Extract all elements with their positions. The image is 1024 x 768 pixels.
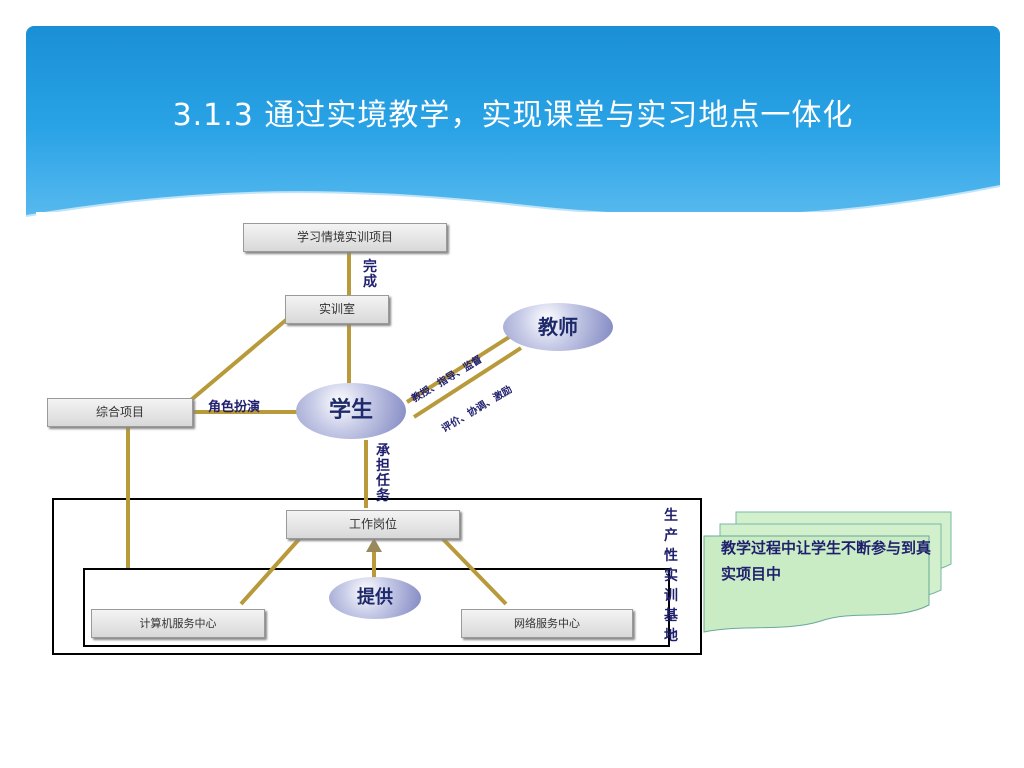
slide-title: 3.1.3 通过实境教学，实现课堂与实习地点一体化 — [172, 98, 854, 133]
connector-student-teacher-lower — [412, 346, 523, 419]
student-bubble: 学生 — [296, 383, 406, 439]
production-training-base-label: 生产性实训基地 — [664, 508, 678, 644]
connector-job-network — [439, 535, 508, 606]
teacher-bubble: 教师 — [503, 303, 613, 351]
undertake-task-label: 承担任务 — [376, 443, 390, 504]
lab-box: 实训室 — [285, 295, 389, 324]
connector-job-computer — [239, 535, 303, 606]
diagram-connectors — [52, 252, 952, 655]
project-box: 学习情境实训项目 — [243, 223, 447, 252]
composite-project-box: 综合项目 — [47, 398, 193, 427]
network-service-center-box: 网络服务中心 — [461, 609, 633, 638]
connector-student-teacher-upper — [405, 332, 516, 404]
provide-arrow-head — [366, 538, 382, 552]
complete-label: 完成 — [363, 259, 377, 290]
computer-service-center-box: 计算机服务中心 — [91, 609, 265, 638]
note-text: 教学过程中让学生不断参与到真实项目中 — [721, 539, 932, 583]
teaching-diagram: 学习情境实训项目 完成 实训室 教师 综合项目 角色扮演 学生 教授、指导、监督… — [36, 212, 968, 667]
job-position-box: 工作岗位 — [286, 510, 460, 539]
provide-bubble: 提供 — [329, 577, 421, 619]
base-outer-frame — [52, 498, 702, 655]
role-play-label: 角色扮演 — [208, 400, 261, 415]
base-inner-frame — [83, 568, 670, 647]
note-page-front — [703, 535, 930, 633]
connector-lab-composite — [189, 318, 288, 402]
